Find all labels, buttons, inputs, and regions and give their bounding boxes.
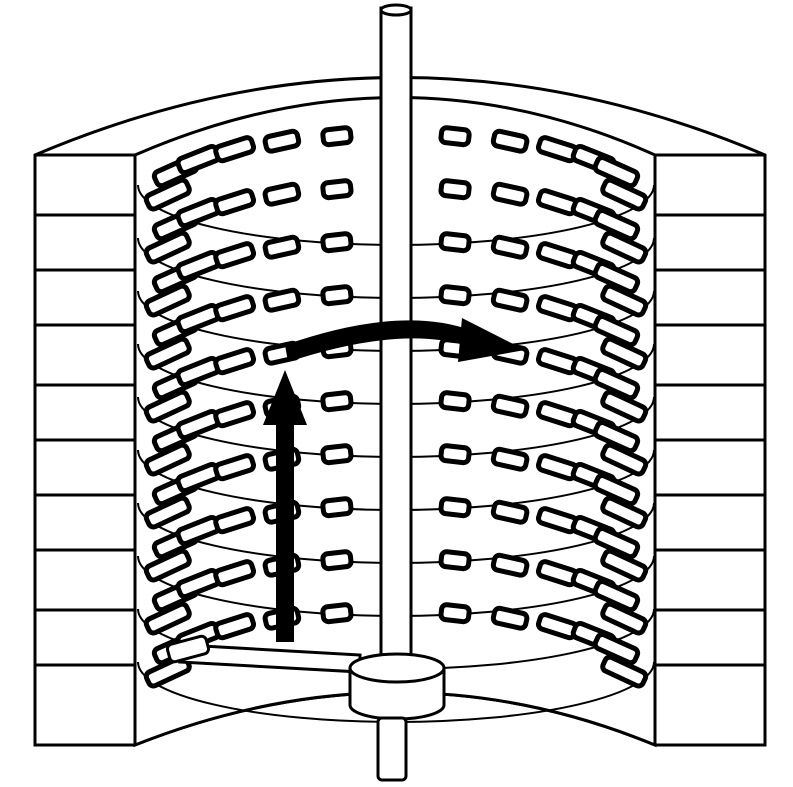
tray-paddle — [262, 128, 302, 154]
tray-paddle — [262, 181, 302, 207]
tray-paddle — [320, 390, 354, 413]
tray-paddle — [490, 393, 530, 419]
tray-paddle — [438, 125, 472, 148]
tray-paddle — [592, 473, 641, 507]
tray-paddle — [592, 632, 641, 666]
tray-paddle — [490, 181, 530, 207]
tray-paddle — [213, 347, 257, 376]
tray-paddle — [213, 559, 257, 588]
tray — [137, 230, 655, 352]
tray-paddle — [592, 579, 641, 613]
tray-paddle — [600, 548, 649, 583]
tray-paddle — [262, 234, 302, 260]
hub-top — [348, 652, 446, 684]
tray-paddle — [438, 284, 472, 307]
tray-paddle — [438, 390, 472, 413]
tray-paddle — [490, 446, 530, 472]
tray-paddle — [438, 443, 472, 466]
tray-paddle — [592, 420, 641, 454]
tray-paddle — [320, 496, 354, 519]
tray — [137, 124, 655, 246]
tray-paddle — [213, 612, 257, 641]
tray-paddle — [438, 496, 472, 519]
tray-paddle — [143, 230, 192, 265]
tray-paddle — [143, 177, 192, 212]
tray-paddle — [438, 231, 472, 254]
tray-paddle — [320, 125, 354, 148]
tray-paddle — [320, 231, 354, 254]
tray-paddle — [143, 495, 192, 530]
tray-paddle — [143, 389, 192, 424]
tray-paddle — [438, 549, 472, 572]
arm-paddle — [165, 634, 211, 664]
tray-paddle — [592, 208, 641, 242]
tray-paddle — [490, 234, 530, 260]
tray-paddle — [213, 294, 257, 323]
wall-segment-lines — [35, 153, 765, 667]
upward-flow-arrow — [263, 370, 307, 642]
tray-paddle — [592, 155, 641, 189]
tray-paddle — [213, 135, 257, 164]
tray — [137, 389, 655, 511]
tray-paddle — [262, 287, 302, 313]
tray-paddle — [600, 654, 649, 689]
tray-paddle — [438, 602, 472, 625]
tray-paddle — [320, 602, 354, 625]
tray-paddle — [143, 283, 192, 318]
tray-paddle — [320, 549, 354, 572]
tray-paddle — [213, 453, 257, 482]
tray-paddle — [320, 443, 354, 466]
tray-paddle — [600, 177, 649, 212]
tray-paddle — [600, 389, 649, 424]
tray-paddle — [600, 336, 649, 371]
tray-paddle — [320, 178, 354, 201]
tray-paddle — [490, 128, 530, 154]
shaft-lower — [376, 716, 408, 782]
tray-paddle — [600, 230, 649, 265]
tray-paddle — [143, 442, 192, 477]
tray-paddle — [600, 283, 649, 318]
tray-paddle — [143, 601, 192, 636]
tray-paddle — [592, 367, 641, 401]
tray-paddle — [600, 442, 649, 477]
tray-paddle — [490, 499, 530, 525]
tray-paddle — [143, 548, 192, 583]
shaft-top — [379, 3, 413, 17]
tray-paddle — [592, 314, 641, 348]
tray-paddle — [143, 336, 192, 371]
tray-paddle — [213, 400, 257, 429]
tray-paddle — [600, 601, 649, 636]
tray-paddle — [592, 526, 641, 560]
tray-paddle — [490, 605, 530, 631]
tray-paddle — [490, 552, 530, 578]
tray-paddle — [213, 506, 257, 535]
tray-paddle — [600, 495, 649, 530]
tray-paddle — [320, 284, 354, 307]
tray-paddle — [438, 178, 472, 201]
tray-paddle — [490, 287, 530, 313]
tray-paddle — [213, 188, 257, 217]
tray-paddle — [213, 241, 257, 270]
rotation-arrow — [285, 318, 525, 362]
tray-paddle — [592, 261, 641, 295]
